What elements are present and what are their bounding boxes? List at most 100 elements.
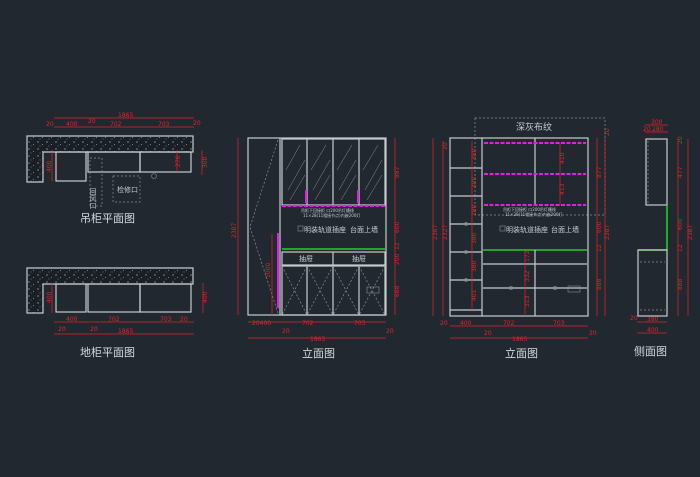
dim: 380 <box>471 148 478 160</box>
dim: 20 <box>282 328 290 335</box>
cabinet-box <box>87 283 141 313</box>
dim: 300 <box>202 156 209 168</box>
dim: 20 <box>58 326 66 333</box>
dim: 2387 <box>432 225 439 240</box>
dim: 20 <box>180 316 188 323</box>
dim: 20 <box>193 120 201 127</box>
dim: 600 <box>394 221 401 233</box>
dim: 703 <box>160 316 172 323</box>
dim: 20 <box>604 128 611 136</box>
dim: 2387 <box>231 223 238 238</box>
drawer-label: 抽屉 <box>299 254 313 263</box>
dim: 400 <box>46 160 53 172</box>
dim: 300 <box>651 119 663 126</box>
dim: 200 <box>394 253 401 265</box>
dim: 276 <box>175 155 182 167</box>
dim: 477 <box>677 166 684 178</box>
dim: 688 <box>394 285 401 297</box>
side-view: 300 20 280 20 477 600 12 888 2387 20 380… <box>630 119 694 358</box>
dim: 703 <box>354 320 366 327</box>
dim-total: 1865 <box>118 328 133 335</box>
dim: 888 <box>677 278 684 290</box>
base-cabinet-plan: 400 702 703 20 20 20 1865 400 400 地柜平面图 <box>26 267 209 359</box>
dim: 380 <box>471 232 478 244</box>
drawer-label: 抽屉 <box>352 254 366 263</box>
dim: 20 <box>484 330 492 337</box>
cabinet-box <box>139 151 192 173</box>
dim: 172 <box>524 250 531 262</box>
drawing-title: 地柜平面图 <box>80 346 135 359</box>
dim: 702 <box>503 320 515 327</box>
wall-label: 台面上墙 <box>551 225 579 234</box>
wall-label: 台面上墙 <box>350 225 378 234</box>
drawing-title: 立面图 <box>505 346 538 360</box>
dim: 888 <box>596 278 603 290</box>
note-light-strip: 11×28(11相接节点)内嵌200灯 <box>303 212 360 218</box>
dim: 20 <box>46 121 54 128</box>
dim: 400 <box>66 121 78 128</box>
dim: 2327 <box>442 225 449 240</box>
dim: 12 <box>596 244 603 252</box>
dim: 20 <box>386 328 394 335</box>
elevation-a: 吊柜下回接柜 口200吊灯槽线 11×28(11相接节点)内嵌200灯 明装轨道… <box>231 137 401 360</box>
cabinet-box <box>139 283 192 313</box>
dim: 703 <box>158 121 170 128</box>
dim: 332 <box>524 270 531 282</box>
dim: 702 <box>302 320 314 327</box>
fabric-area <box>474 117 606 216</box>
cabinet-box <box>87 151 141 173</box>
dim: 600 <box>596 221 603 233</box>
note-light-slot: 吊柜下回接柜 口200吊灯槽线 <box>301 207 354 213</box>
dim: 400 <box>647 327 659 334</box>
note-light-strip: 11×28(11相接节点)内嵌200灯 <box>505 211 562 217</box>
dim: 413 <box>559 183 566 195</box>
dim: 12 <box>677 244 684 252</box>
socket-symbol <box>567 285 581 293</box>
granite-countertop <box>26 135 194 183</box>
note-light-slot: 吊柜下回接柜 口200吊灯槽线 <box>503 206 556 212</box>
dim: 2387 <box>604 225 611 240</box>
return-air-outline <box>89 157 103 207</box>
access-outline <box>112 175 141 203</box>
dim: 877 <box>596 166 603 178</box>
fabric-label: 深灰布纹 <box>516 121 552 133</box>
dim: 400 <box>66 316 78 323</box>
dim: 2387 <box>687 225 694 240</box>
dim: 401 <box>471 289 478 301</box>
pipe-symbol <box>151 173 157 179</box>
dim: 400 <box>46 291 53 303</box>
dim-total: 1865 <box>310 336 325 343</box>
dim: 400 <box>202 291 209 303</box>
dim: 400 <box>460 320 472 327</box>
dim: 703 <box>553 320 565 327</box>
dim: 20 <box>440 320 448 327</box>
dim: 380 <box>471 204 478 216</box>
dim: 887 <box>394 166 401 178</box>
hanging-cabinet-plan: 回风口 检修口 1865 20 400 20 702 703 20 400 30… <box>26 112 209 225</box>
cabinet-box <box>55 283 87 313</box>
elevation-b: 深灰布纹 吊柜下回接柜 口200吊灯槽线 11×28(11相接节点)内嵌200灯… <box>432 117 611 360</box>
dim: 20 <box>88 118 96 125</box>
dim: 380 <box>647 316 659 323</box>
dim: 280 <box>652 126 664 133</box>
granite-countertop <box>26 267 194 314</box>
dim: 1000 <box>265 263 272 278</box>
dim: 380 <box>471 176 478 188</box>
dim: 20 <box>589 330 597 337</box>
access-label: 检修口 <box>117 185 138 194</box>
drawing-title: 吊柜平面图 <box>80 212 135 225</box>
dim: 20 <box>643 126 651 133</box>
dim: 410 <box>559 152 566 164</box>
dim: 20 <box>677 136 684 144</box>
drawing-title: 侧面图 <box>634 345 667 358</box>
socket-label: 明装轨道插座 <box>304 225 346 234</box>
dim-total: 1865 <box>512 336 527 343</box>
dim: 702 <box>110 121 122 128</box>
dim: 20400 <box>252 320 271 327</box>
cabinet-box <box>55 151 87 182</box>
socket-label: 明装轨道插座 <box>506 225 548 234</box>
socket-symbol <box>366 286 380 294</box>
dim: 20 <box>90 326 98 333</box>
dim-total: 1865 <box>118 112 133 119</box>
